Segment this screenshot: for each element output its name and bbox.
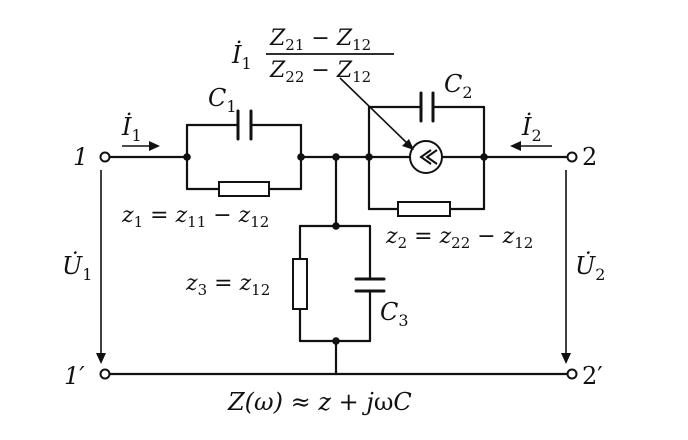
capacitor-c3-symbol bbox=[354, 277, 386, 293]
terminal-2-prime bbox=[566, 368, 578, 380]
node-label-2-prime: 2′ bbox=[582, 362, 603, 390]
terminal-2 bbox=[566, 151, 578, 163]
terminal-1-prime bbox=[99, 368, 111, 380]
voltage-u2-label: U̇2 bbox=[575, 252, 605, 284]
node-label-2: 2 bbox=[582, 143, 597, 171]
capacitor-c1-label: C1 bbox=[208, 84, 237, 116]
impedance-z2-label: z2 = z22 − z12 bbox=[385, 224, 533, 252]
capacitor-c2-label: C2 bbox=[444, 70, 473, 102]
source-denominator: Z22 − Z12 bbox=[269, 58, 371, 86]
terminal-1 bbox=[99, 151, 111, 163]
voltage-u1-arrow bbox=[96, 170, 106, 364]
voltage-u2-arrow bbox=[561, 170, 571, 364]
current-i1-label: İ1 bbox=[121, 112, 142, 145]
impedance-z1-label: z1 = z11 − z12 bbox=[121, 203, 269, 231]
bottom-formula: Z(ω) ≈ z + jωC bbox=[227, 388, 412, 416]
terminals bbox=[99, 151, 578, 380]
current-i2-arrow bbox=[510, 141, 552, 151]
current-i1-arrow bbox=[122, 141, 160, 151]
source-numerator: Z21 − Z12 bbox=[269, 26, 371, 54]
junction-dots bbox=[183, 153, 488, 345]
capacitor-c1-symbol bbox=[236, 109, 253, 141]
current-source-symbol bbox=[409, 140, 443, 174]
capacitor-c2-symbol bbox=[419, 91, 435, 123]
resistor-r1 bbox=[218, 181, 270, 197]
node-label-1: 1 bbox=[73, 143, 88, 171]
node-label-1-prime: 1′ bbox=[64, 362, 85, 390]
current-i2-label: İ2 bbox=[521, 112, 542, 145]
resistor-r3 bbox=[292, 258, 308, 310]
source-leader-arrow bbox=[339, 77, 414, 150]
voltage-u1-label: U̇1 bbox=[62, 252, 92, 284]
capacitor-c3-label: C3 bbox=[380, 298, 409, 330]
resistor-r2 bbox=[397, 201, 451, 217]
impedance-z3-label: z3 = z12 bbox=[185, 271, 270, 299]
source-current-factor: İ1 bbox=[231, 40, 252, 73]
